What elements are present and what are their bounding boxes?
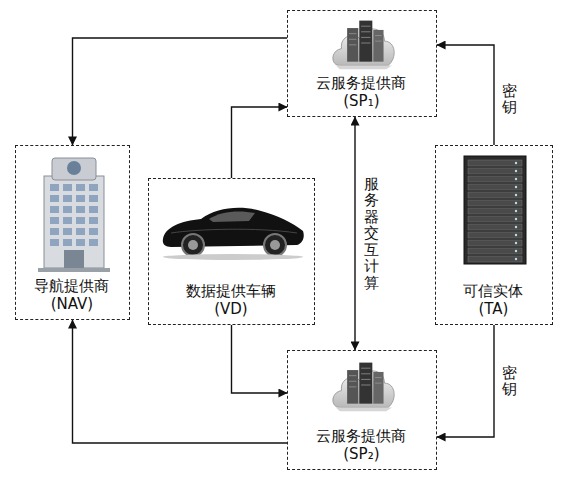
node-label: 云服务提供商 (SP₂) [311,427,411,465]
edge-label: 密钥 [502,82,517,117]
arrow-connector [232,107,288,178]
node-label: 云服务提供商 (SP₁) [311,74,411,112]
edge-label: 服务器交互计算 [364,175,379,293]
cloud-icon [328,15,398,71]
building-icon [38,154,110,272]
arrow-connector [73,38,288,145]
cloud-icon [328,357,398,413]
dashed-box: 数据提供车辆 (VD) [148,178,315,325]
dashed-box: 云服务提供商 (SP₁) [287,10,437,117]
node-label: 可信实体 (TA) [458,282,528,320]
arrow-connector [73,320,288,443]
arrow-connector [437,325,494,437]
node-label: 导航提供商 (NAV) [27,277,117,315]
node-label: 数据提供车辆 (VD) [181,282,281,320]
arrow-connector [232,325,288,393]
arrow-connector [354,117,355,350]
car-icon [157,189,307,261]
dashed-box: 云服务提供商 (SP₂) [287,350,437,470]
rack-icon [460,154,530,266]
arrow-connector [437,45,494,145]
edge-label: 密钥 [502,364,517,399]
dashed-box: 导航提供商 (NAV) [15,145,130,320]
dashed-box: 可信实体 (TA) [435,145,553,325]
